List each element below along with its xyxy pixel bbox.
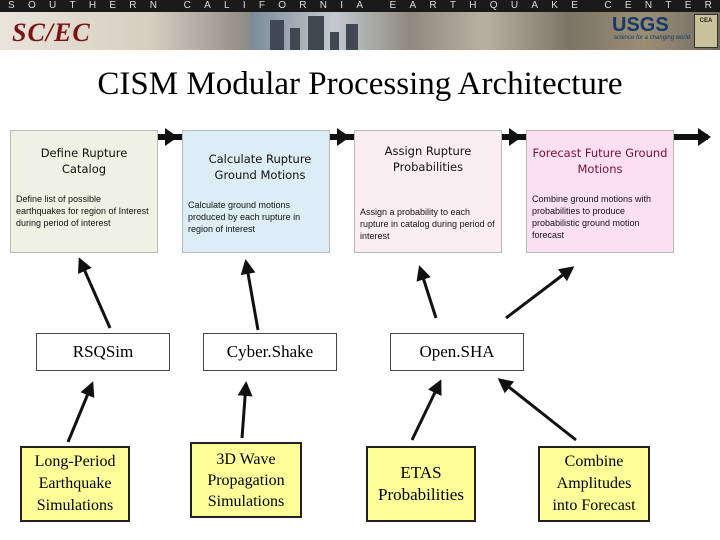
banner-letter: H — [469, 0, 477, 11]
cea-logo-text: CEA — [699, 18, 713, 24]
sim-line: Amplitudes — [556, 475, 632, 492]
banner-letter: A — [356, 0, 364, 11]
banner-letter: N — [319, 0, 328, 11]
sim-line: Long-Period — [34, 453, 116, 470]
arrow-opensha-to-probabilities — [416, 265, 438, 319]
banner-letter: I — [340, 0, 344, 11]
stage-description: Assign a probability to each rupture in … — [360, 207, 495, 241]
stage-description: Define list of possible earthquakes for … — [16, 194, 149, 228]
banner-letter: C — [183, 0, 191, 11]
sim-line: Probabilities — [378, 485, 464, 504]
arrow-3d-wave-to-cybershake — [237, 381, 253, 439]
banner-letter: O — [278, 0, 287, 11]
skyline-building — [346, 24, 358, 50]
banner-letter: Q — [489, 0, 498, 11]
sim-line: Simulations — [36, 497, 114, 514]
sim-3d-wave: 3D Wave Propagation Simulations — [190, 442, 302, 518]
skyline-building — [290, 28, 300, 50]
flow-arrowhead — [165, 128, 178, 146]
arrow-opensha-to-forecast — [505, 266, 575, 320]
banner-letter: N — [644, 0, 653, 11]
banner-letter: C — [604, 0, 612, 11]
stage-description: Calculate ground motions produced by eac… — [188, 200, 301, 234]
sim-etas: ETAS Probabilities — [366, 446, 476, 522]
arrow-etas-to-opensha — [410, 379, 442, 441]
sim-line: Combine — [564, 453, 624, 470]
sim-line: ETAS — [400, 463, 442, 482]
banner-letter: R — [299, 0, 307, 11]
sim-combine: Combine Amplitudes into Forecast — [538, 446, 650, 522]
stage-title: Forecast Future Ground Motions — [532, 146, 668, 176]
sim-line: into Forecast — [552, 497, 636, 514]
cea-logo: CEA — [694, 14, 718, 48]
banner-letter: N — [149, 0, 158, 11]
stage-title: Calculate Rupture Ground Motions — [208, 152, 312, 182]
flow-arrowhead — [509, 128, 522, 146]
banner-letter: A — [409, 0, 417, 11]
banner-letter: F — [258, 0, 265, 11]
usgs-logo: USGS — [612, 14, 669, 36]
banner-letter: E — [109, 0, 117, 11]
banner-letter: R — [429, 0, 437, 11]
banner-letter: A — [531, 0, 539, 11]
banner-letter: U — [48, 0, 57, 11]
sim-line: Propagation — [207, 471, 285, 489]
tool-cybershake: Cyber.Shake — [203, 333, 337, 371]
flow-arrowhead — [698, 128, 711, 146]
banner-letter: S — [8, 0, 15, 11]
banner-letter: L — [224, 0, 230, 11]
banner-letter: E — [389, 0, 397, 11]
stage-forecast-ground-motions: Forecast Future Ground Motions Combine g… — [526, 130, 674, 253]
flow-arrowhead — [337, 128, 350, 146]
banner-letter: R — [129, 0, 137, 11]
stage-calculate-ground-motions: Calculate Rupture Ground Motions Calcula… — [182, 130, 330, 253]
sim-line: Simulations — [207, 492, 285, 510]
arrow-combine-to-opensha — [497, 378, 577, 442]
banner-letter: E — [624, 0, 632, 11]
tool-opensha: Open.SHA — [390, 333, 524, 371]
stage-define-rupture-catalog: Define Rupture Catalog Define list of po… — [10, 130, 158, 253]
banner-letter: O — [27, 0, 36, 11]
arrow-cybershake-to-ground-motions — [240, 259, 260, 331]
banner-letter: T — [665, 0, 672, 11]
banner-letter: R — [704, 0, 712, 11]
banner-letter: A — [204, 0, 211, 11]
sim-line: Earthquake — [38, 475, 112, 492]
stage-assign-probabilities: Assign Rupture Probabilities Assign a pr… — [354, 130, 502, 253]
stage-title: Define Rupture Catalog — [40, 146, 128, 176]
usgs-tagline: science for a changing world — [614, 35, 691, 41]
arrow-long-period-to-rsqsim — [66, 381, 95, 443]
banner-letter: E — [684, 0, 692, 11]
scec-logo: SC/EC — [0, 12, 250, 50]
sim-line: 3D Wave — [216, 450, 276, 468]
arrow-rsqsim-to-catalog — [77, 257, 112, 329]
banner-lettering: S O U T H E R N C A L I F O R N I A E A … — [0, 0, 720, 12]
stage-description: Combine ground motions with probabilitie… — [532, 194, 652, 240]
header-banner: S O U T H E R N C A L I F O R N I A E A … — [0, 0, 720, 50]
sim-long-period: Long-Period Earthquake Simulations — [20, 446, 130, 522]
page-title: CISM Modular Processing Architecture — [97, 66, 623, 102]
banner-letter: T — [449, 0, 457, 11]
tool-rsqsim: RSQSim — [36, 333, 170, 371]
skyline-building — [270, 20, 284, 50]
banner-letter: T — [69, 0, 76, 11]
skyline-building — [308, 16, 324, 50]
banner-letter: I — [242, 0, 246, 11]
banner-letter: U — [510, 0, 519, 11]
stage-title: Assign Rupture Probabilities — [384, 144, 472, 174]
banner-letter: K — [551, 0, 558, 11]
skyline-building — [330, 32, 339, 50]
scec-logo-text: SC/EC — [12, 18, 91, 47]
banner-photo — [250, 12, 720, 50]
banner-letter: E — [571, 0, 578, 11]
banner-letter: H — [88, 0, 97, 11]
